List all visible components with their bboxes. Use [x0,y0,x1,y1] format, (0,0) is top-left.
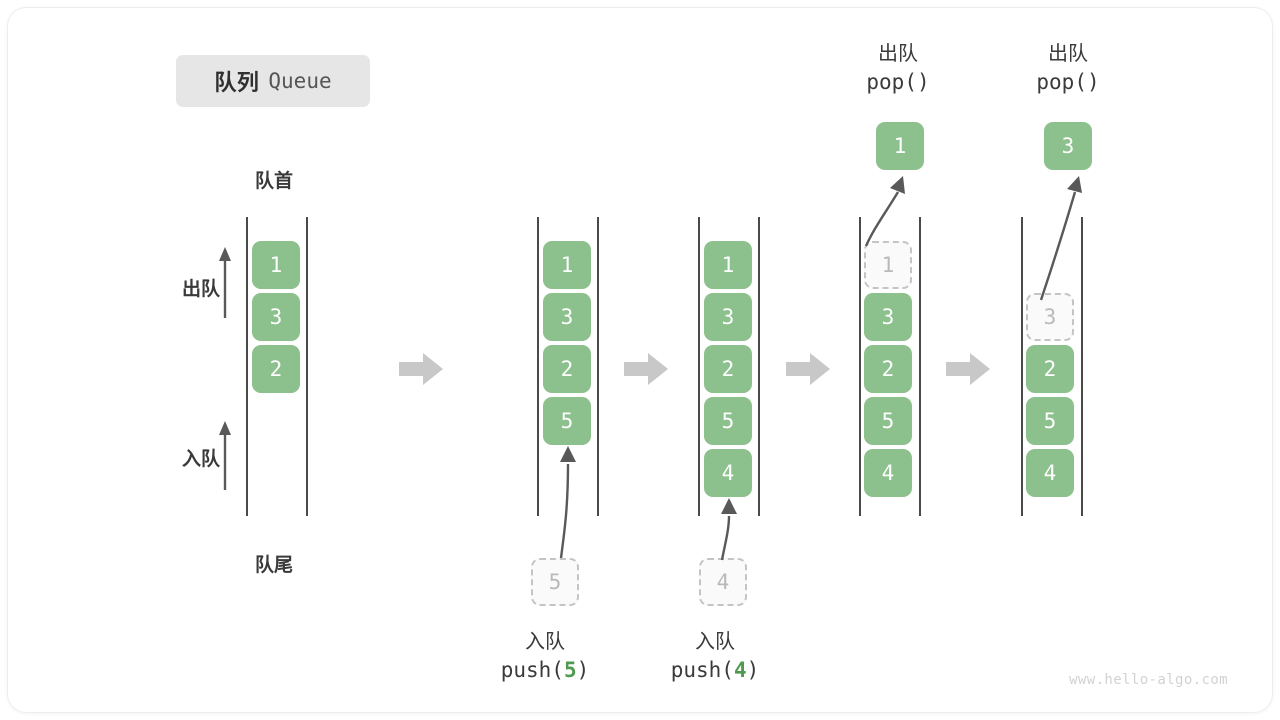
enqueue-direction-label: 入队 [181,449,220,470]
queue-rail-right-5 [1081,217,1083,516]
flow-arrow-icon [624,353,668,385]
push5-motion-arrow-icon [559,446,576,559]
pop1-motion-arrow-icon [864,176,905,247]
queue-element: 1 [704,241,752,289]
popped-element-2: 3 [1044,122,1092,170]
queue-element: 5 [704,397,752,445]
ghost-element-push5: 5 [531,558,579,606]
push5-caption-cn: 入队 [525,631,565,653]
pop1-caption-code: pop() [866,70,930,95]
dequeue-direction-label: 出队 [181,279,220,300]
diagram-card: 队列 Queue 队首 队尾 出队 入队 1 3 2 1 [8,8,1272,712]
queue-element: 2 [1026,345,1074,393]
pop2-motion-arrow-icon [1039,176,1082,301]
flow-arrow-icon [399,353,443,385]
queue-rail-right-2 [597,217,599,516]
queue-rail-left-3 [698,217,700,516]
ghost-element-push4: 4 [699,558,747,606]
queue-element: 3 [252,293,300,341]
queue-rail-left-4 [859,217,861,516]
enqueue-up-arrow-icon [219,421,231,490]
title-en: Queue [268,69,332,93]
queue-element: 3 [704,293,752,341]
flow-arrow-icon [946,353,990,385]
title-badge: 队列 Queue [176,55,370,107]
queue-element: 2 [252,345,300,393]
queue-element: 5 [864,397,912,445]
queue-element: 5 [1026,397,1074,445]
ghost-element-pop2: 3 [1026,293,1074,341]
queue-tail-label: 队尾 [254,555,293,576]
pop1-caption-cn: 出队 [878,43,918,65]
queue-head-label: 队首 [254,171,293,192]
push5-caption: 入队 push(5) [455,628,635,686]
queue-rail-right-3 [758,217,760,516]
pop2-caption-cn: 出队 [1048,43,1088,65]
queue-element: 1 [543,241,591,289]
push5-caption-code: push(5) [500,658,590,683]
push4-caption: 入队 push(4) [625,628,805,686]
queue-element: 2 [543,345,591,393]
popped-element-1: 1 [876,122,924,170]
queue-element: 2 [704,345,752,393]
queue-element: 4 [864,449,912,497]
queue-element: 3 [864,293,912,341]
flow-arrow-icon [786,353,830,385]
queue-element: 4 [1026,449,1074,497]
push4-motion-arrow-icon [720,498,737,561]
queue-element: 2 [864,345,912,393]
push4-caption-code: push(4) [670,658,760,683]
queue-element-new: 5 [543,397,591,445]
queue-rail-left-5 [1021,217,1023,516]
queue-rail-left-1 [246,217,248,516]
pop2-caption: 出队 pop() [978,40,1158,98]
push4-caption-cn: 入队 [695,631,735,653]
queue-element: 3 [543,293,591,341]
watermark: www.hello-algo.com [1069,672,1228,688]
queue-element-new: 4 [704,449,752,497]
queue-rail-left-2 [537,217,539,516]
ghost-element-pop1: 1 [864,241,912,289]
pop2-caption-code: pop() [1036,70,1100,95]
queue-rail-right-4 [919,217,921,516]
pop1-caption: 出队 pop() [808,40,988,98]
title-cn: 队列 [214,70,260,95]
queue-rail-right-1 [306,217,308,516]
queue-element: 1 [252,241,300,289]
dequeue-up-arrow-icon [219,247,231,318]
